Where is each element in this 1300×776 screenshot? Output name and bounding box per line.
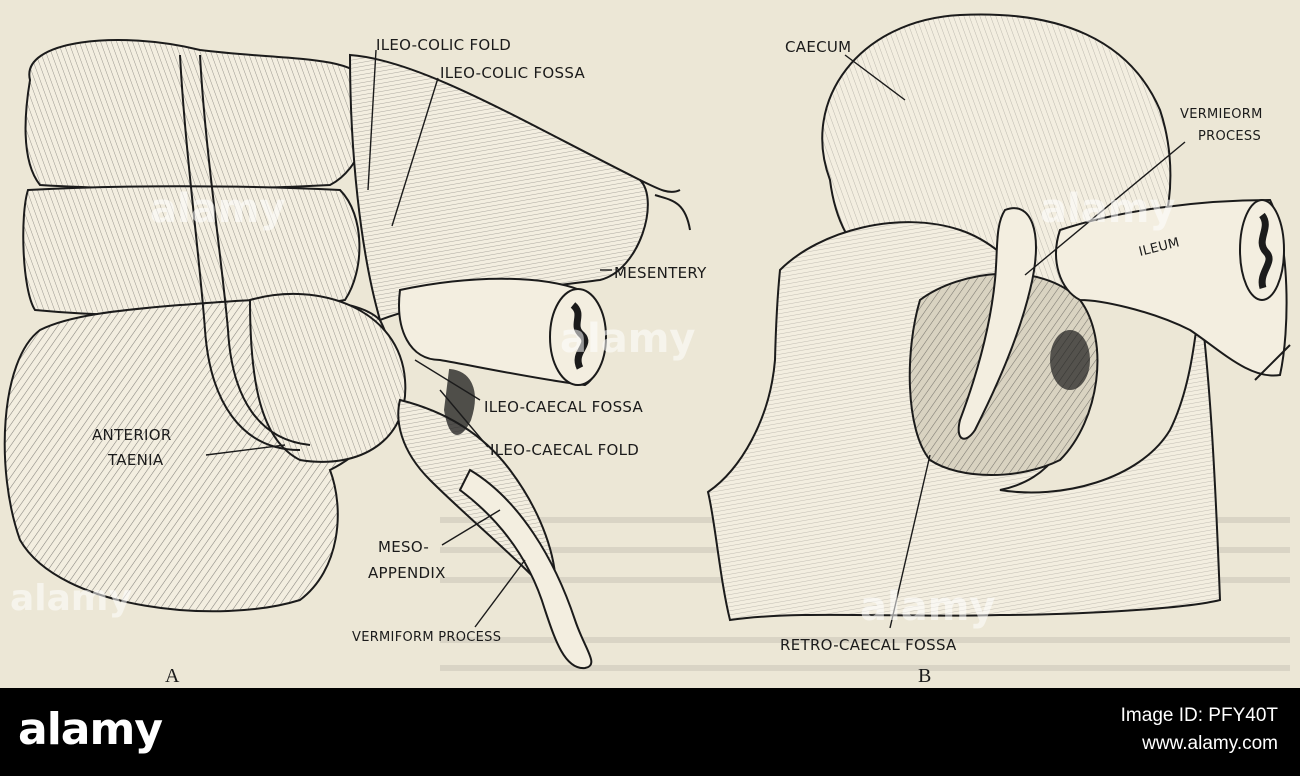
label-process: PROCESS <box>1198 129 1261 144</box>
footer-info: Image ID: PFY40T www.alamy.com <box>1121 702 1278 758</box>
label-vermiform-process: VERMIFORM PROCESS <box>352 630 501 645</box>
label-ileo-caecal-fossa: ILEO-CAECAL FOSSA <box>484 398 644 416</box>
figure-labels: ILEO-COLIC FOLD ILEO-COLIC FOSSA MESENTE… <box>92 36 1263 687</box>
stock-footer-bar: alamy Image ID: PFY40T www.alamy.com <box>0 688 1300 776</box>
anatomy-figure: ILEO-COLIC FOLD ILEO-COLIC FOSSA MESENTE… <box>3 13 1291 687</box>
panel-b-letter: B <box>918 665 931 687</box>
label-caecum: CAECUM <box>785 38 851 56</box>
leader-lines <box>205 49 1186 629</box>
label-meso: MESO- <box>378 538 429 556</box>
watermark-text: alamy <box>1040 186 1175 232</box>
anterior-taenia-band <box>179 54 301 451</box>
label-ileo-caecal-fold: ILEO-CAECAL FOLD <box>490 441 639 459</box>
watermark-text: alamy <box>860 584 995 630</box>
watermark-text: alamy <box>560 316 695 362</box>
panel-b-drawing <box>706 13 1291 622</box>
panel-a-letter: A <box>165 665 180 687</box>
label-retro-caecal-fossa: RETRO-CAECAL FOSSA <box>780 636 957 654</box>
label-ileo-colic-fossa: ILEO-COLIC FOSSA <box>440 64 585 82</box>
panel-a-drawing <box>3 39 691 670</box>
image-id-text: Image ID: PFY40T <box>1120 705 1278 726</box>
illustration-plate: ILEO-COLIC FOLD ILEO-COLIC FOSSA MESENTE… <box>0 0 1300 688</box>
label-vermieorm: VERMIEORM <box>1180 107 1263 122</box>
label-appendix: APPENDIX <box>368 564 446 582</box>
watermark-text: alamy <box>10 578 132 619</box>
vermiform-process-b <box>957 207 1037 440</box>
alamy-logo: alamy <box>18 704 163 755</box>
ileum-lumen-a <box>549 288 607 386</box>
watermark-overlay: alamy alamy alamy alamy alamy <box>10 186 1175 630</box>
ileum-tube-b <box>1055 198 1288 377</box>
label-taenia: TAENIA <box>107 451 164 469</box>
label-ileo-colic-fold: ILEO-COLIC FOLD <box>376 36 511 54</box>
watermark-text: alamy <box>150 186 285 232</box>
label-anterior: ANTERIOR <box>92 426 172 444</box>
ileum-tube-a <box>398 277 603 387</box>
vermiform-process-a <box>458 468 593 670</box>
label-mesentery: MESENTERY <box>614 264 707 282</box>
retro-caecal-shadow <box>1050 330 1090 390</box>
ileo-caecal-fossa-shadow <box>443 368 475 435</box>
site-url-text: www.alamy.com <box>1142 733 1278 754</box>
